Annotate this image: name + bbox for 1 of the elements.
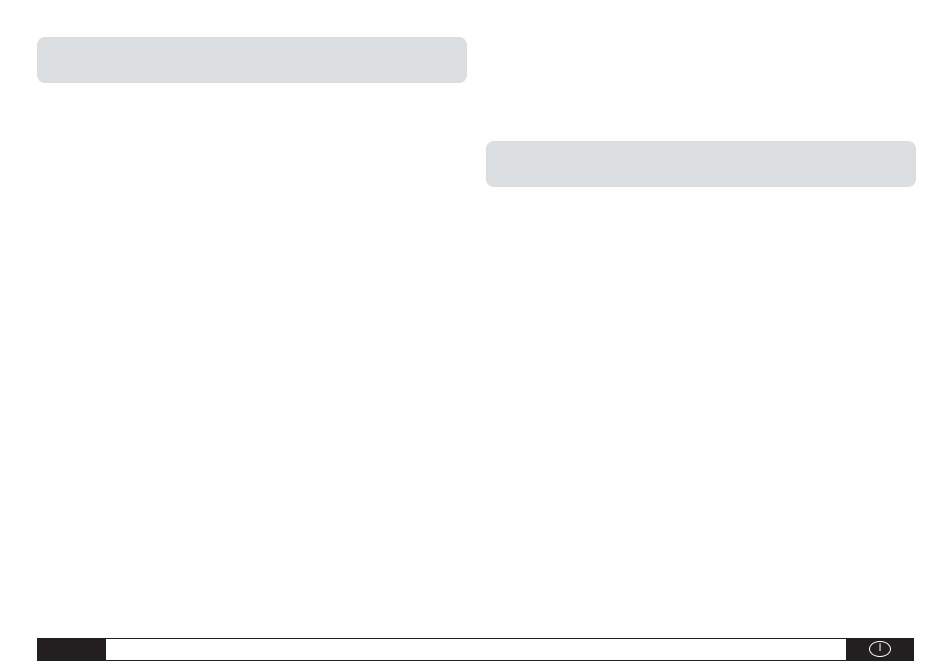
language-marker: I <box>869 641 891 657</box>
